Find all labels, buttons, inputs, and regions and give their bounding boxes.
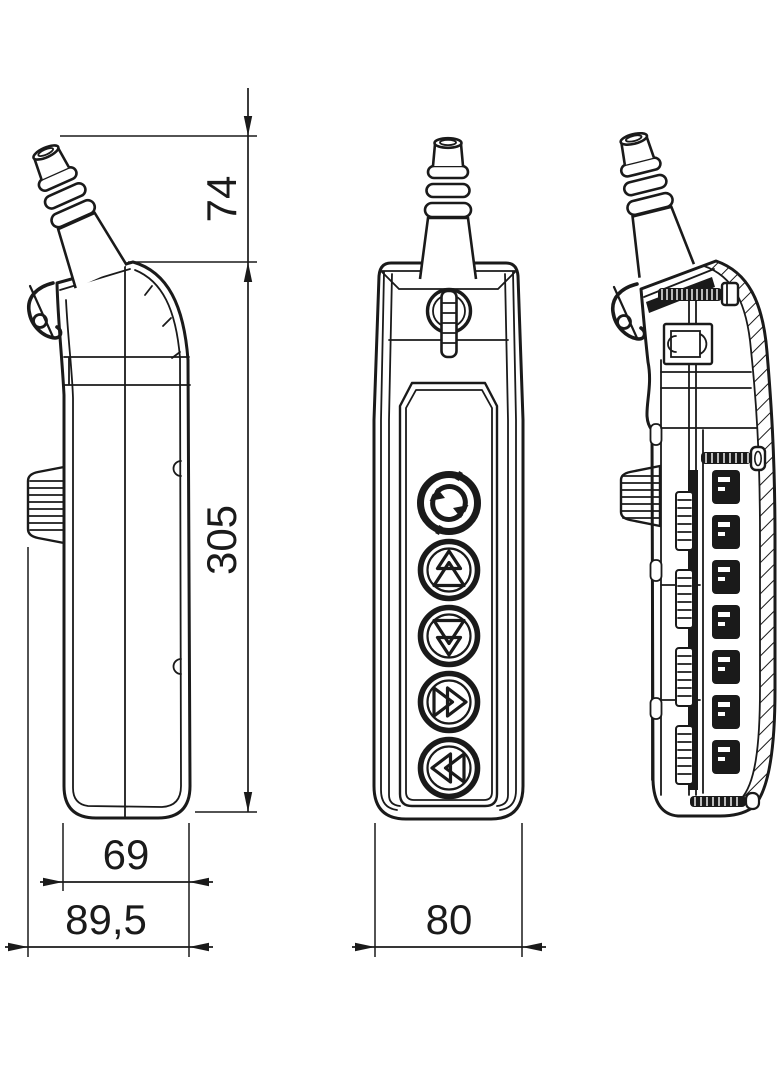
extension-lines xyxy=(27,135,523,957)
section-view xyxy=(604,126,777,818)
dimension-label-total-depth: 89,5 xyxy=(65,896,147,943)
section-cable-gland xyxy=(604,126,696,279)
rotate-to-release-icon xyxy=(429,471,469,535)
dimension-arrows xyxy=(8,116,542,952)
down-button xyxy=(417,604,481,668)
double-triangle-up-icon xyxy=(432,549,466,588)
dimension-label-gland-height: 74 xyxy=(198,176,245,223)
dimension-lines xyxy=(5,88,546,948)
dimension-label-body-depth: 69 xyxy=(103,831,150,878)
front-cable-gland xyxy=(418,136,478,281)
up-button xyxy=(417,538,481,602)
right-button xyxy=(417,670,481,734)
dimension-label-body-width: 80 xyxy=(426,896,473,943)
section-estop-knob xyxy=(619,464,662,528)
emergency-stop-button xyxy=(417,471,481,535)
front-button-panel xyxy=(398,381,499,808)
terminal-blocks xyxy=(712,470,740,774)
cable-anchor-ring xyxy=(425,287,473,359)
dimension-label-body-height: 305 xyxy=(198,505,245,575)
dimensions: 74 305 69 89,5 80 xyxy=(5,88,546,957)
double-triangle-left-icon xyxy=(430,752,466,784)
left-button xyxy=(417,736,481,800)
side-body-contours xyxy=(59,265,191,819)
front-view xyxy=(372,136,525,821)
side-cable-gland xyxy=(17,135,129,290)
side-body-outline xyxy=(55,260,192,820)
double-triangle-right-icon xyxy=(432,686,468,718)
side-estop-knob xyxy=(26,465,66,545)
side-view xyxy=(17,135,192,820)
section-internals xyxy=(643,268,767,811)
double-triangle-down-icon xyxy=(432,618,466,657)
